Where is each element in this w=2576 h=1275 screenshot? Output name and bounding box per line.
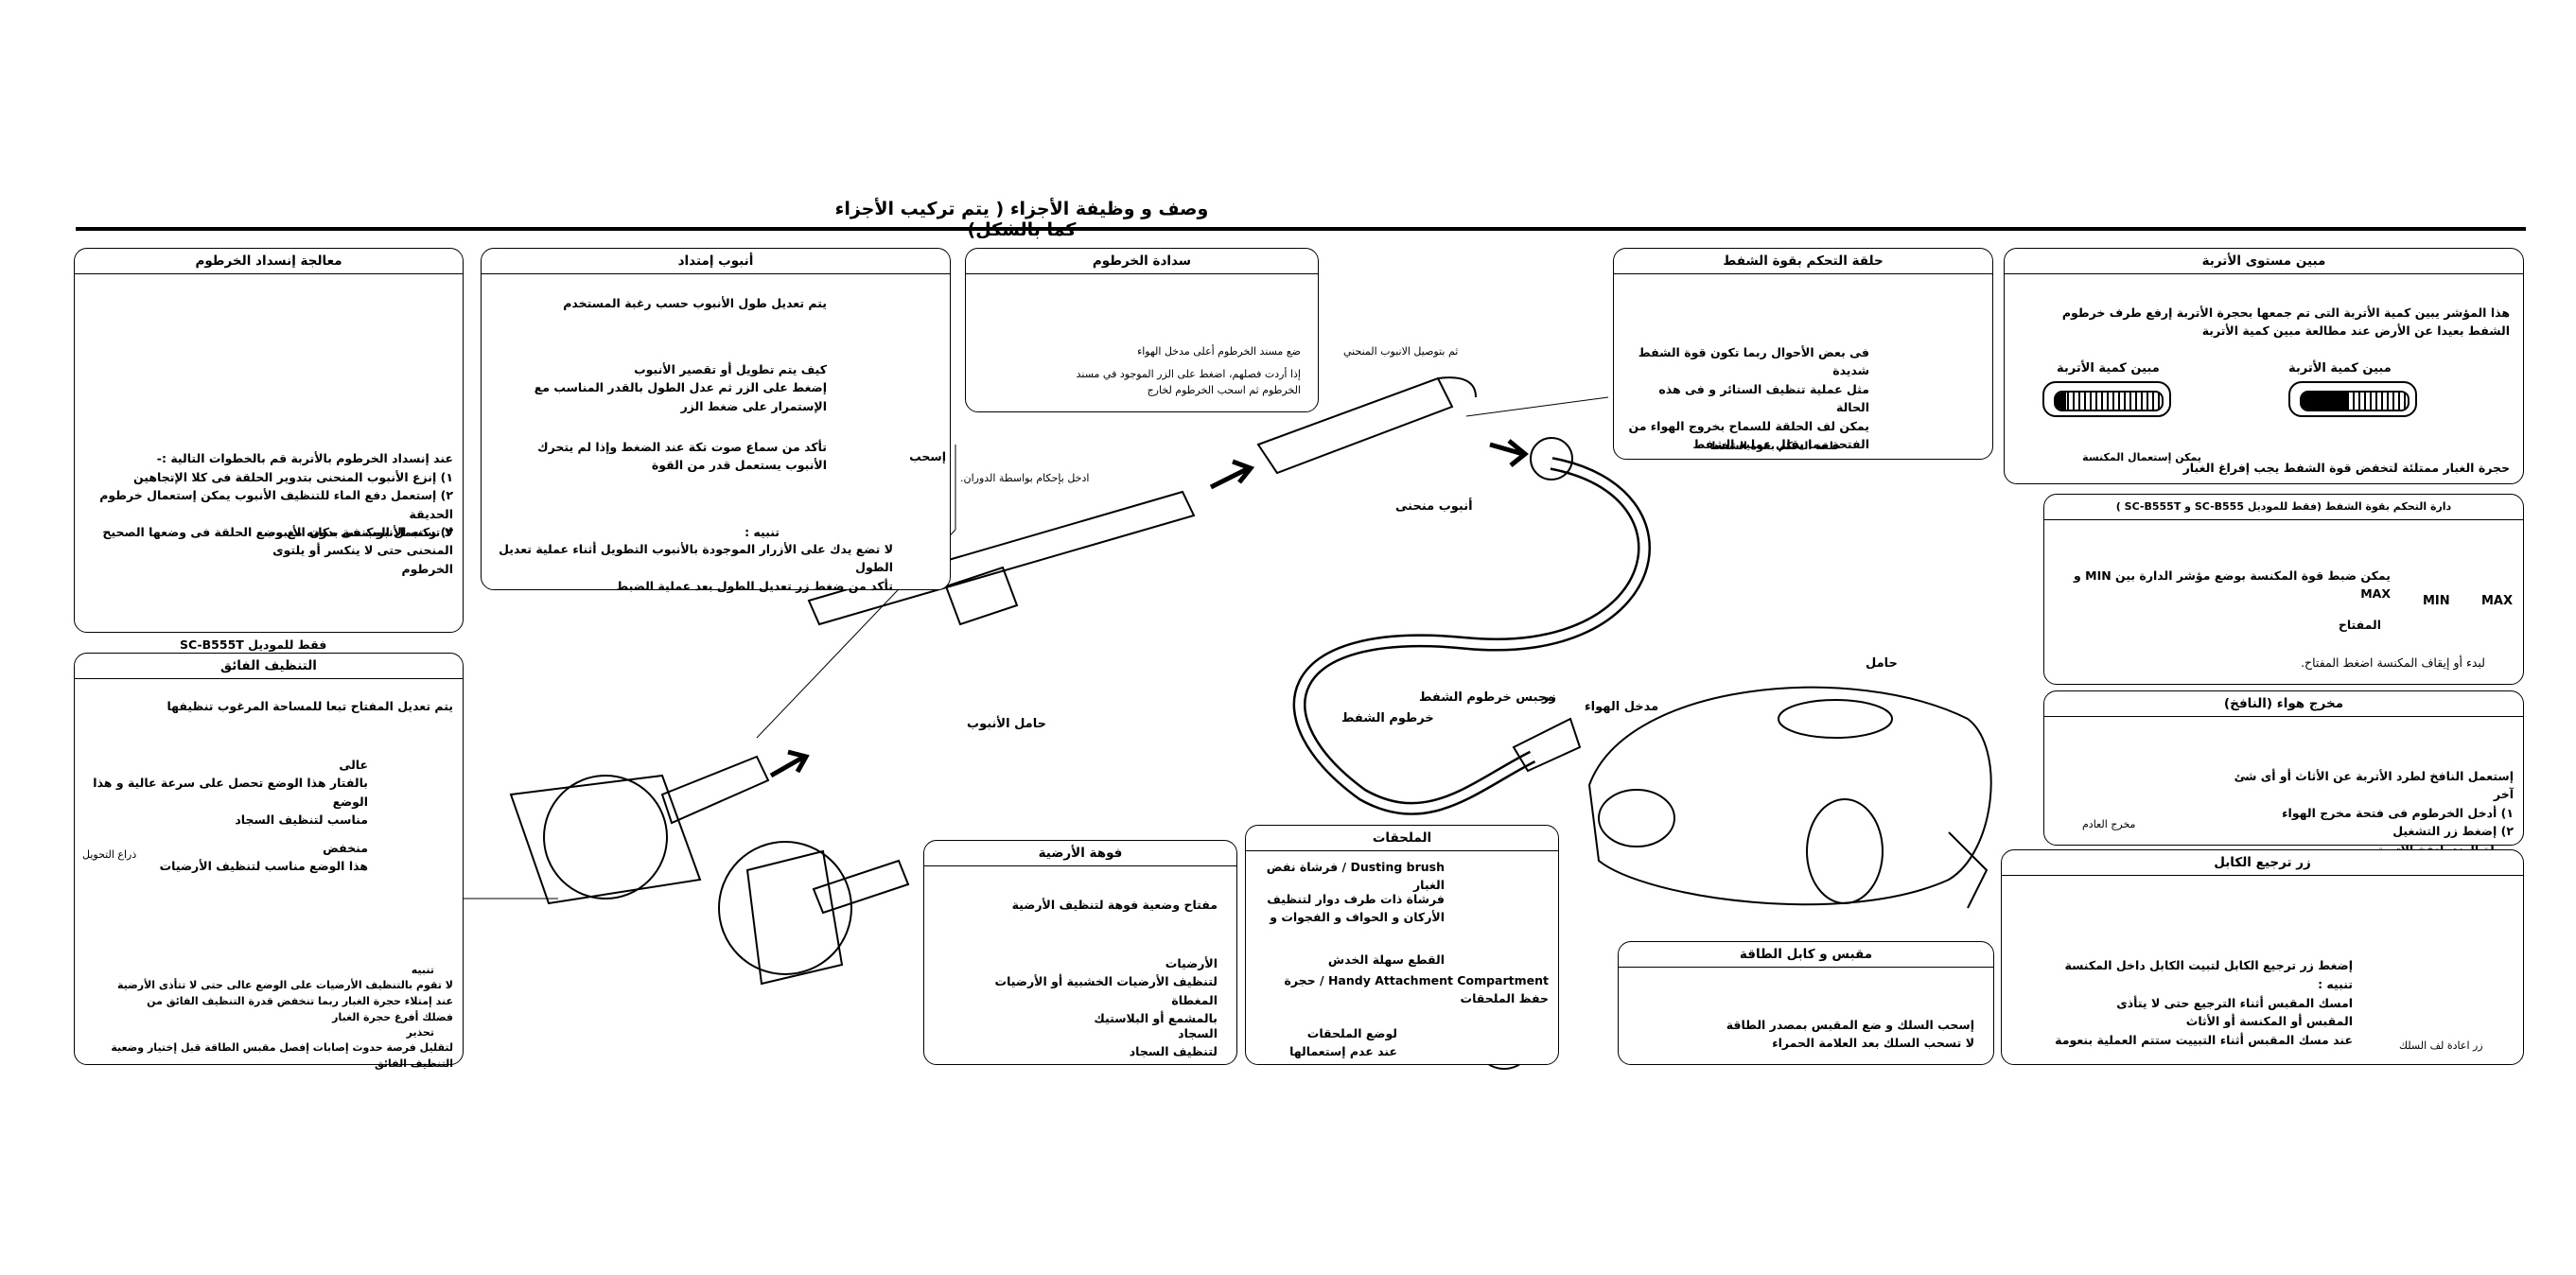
- turbo-caution-title: تنبيه: [411, 964, 434, 976]
- turbo-warning-title: تحذير: [406, 1026, 434, 1039]
- gauge-label-empty: مبين كمية الأتربة: [2057, 361, 2160, 376]
- hose-stopper-p2: إذا أردت فصلهم، اضغط على الزر الموجود في…: [1076, 368, 1301, 397]
- power-control-heading: دارة التحكم بقوة الشفط (فقط للموديل SC-B…: [2044, 495, 2523, 520]
- max-label: MAX: [2481, 594, 2514, 608]
- hose-holder-label: محبس خرطوم الشفط: [1419, 690, 1555, 705]
- floor-nozzle-box: فوهة الأرضية مفتاح وضعية فوهة لتنظيف الأ…: [923, 840, 1237, 1065]
- dust-indicator-text: هذا المؤشر يبين كمية الأتربة التى تم جمع…: [2061, 306, 2510, 339]
- cord-rewind-text: إضغط زر ترجيع الكابل لتبيت الكابل داخل ا…: [2064, 958, 2354, 972]
- dust-gauge-empty: [2042, 381, 2171, 417]
- switch-text: لبدء أو إيقاف المكنسة اضغط المفتاح.: [2301, 655, 2485, 670]
- extension-p1: يتم تعديل طول الأنبوب حسب رغبة المستخدم: [563, 296, 827, 310]
- hose-clog-box: معالجة إنسداد الخرطوم عند إنسداد الخرطوم…: [74, 248, 464, 633]
- air-outlet-text: إستعمل النافخ لطرد الأتربة عن الأثاث أو …: [2234, 769, 2514, 857]
- hose-stopper-heading: سدادة الخرطوم: [966, 249, 1318, 274]
- turbo-model-note: فقط للموديل SC-B555T: [180, 638, 327, 652]
- turbo-low: منخفض هذا الوضع مناسب لتنظيف الأرضيات: [159, 841, 368, 874]
- crevice-label: فرشاة ذات طرف دوار لتنظيف الأركان و الحو…: [1267, 892, 1445, 925]
- floor-nozzle-p1: مفتاح وضعية فوهة لتنظيف الأرضية: [1011, 898, 1218, 912]
- floor-nozzle-heading: فوهة الأرضية: [924, 841, 1236, 866]
- switch-title: المفتاح: [2338, 618, 2381, 632]
- hose-clog-note: لا تستعمل المكنسة بدون الأنبوب المنحنى ح…: [264, 525, 453, 576]
- extension-p3: تأكد من سماع صوت تكة عند الضغط وإذا لم ي…: [537, 440, 827, 473]
- hose-stopper-box: سدادة الخرطوم ضع مسند الخرطوم أعلى مدخل …: [965, 248, 1319, 412]
- hose-stopper-p1: ضع مسند الخرطوم أعلى مدخل الهواء: [1137, 345, 1301, 358]
- dust-full-text: حجرة الغبار ممتلئة لتخفض قوة الشفط يجب إ…: [2182, 461, 2510, 475]
- turbo-caution: لا تقوم بالتنظيف الأرضيات على الوضع عالى…: [116, 979, 453, 1024]
- suction-ring-fig: حلقة التحكم بقوة الشفط: [1709, 440, 1841, 452]
- hose-clog-steps: ١) إنزع الأنبوب المنحنى بتدوير الحلقة فى…: [99, 470, 453, 540]
- extension-pipe-shape: [807, 490, 1196, 626]
- title-rule: [76, 227, 2526, 231]
- extension-caution-title: تنبيه :: [745, 525, 780, 539]
- storage-label: لوضع الملحقات عند عدم إستعمالها: [1289, 1026, 1397, 1059]
- extension-heading: أنبوب إمتداد: [482, 249, 950, 274]
- turbo-box: التنظيف الفائق يتم تعديل المفتاح تبعا لل…: [74, 653, 464, 1070]
- suction-ring-box: حلقة التحكم بقوة الشفط فى بعض الأحوال رب…: [1613, 248, 1993, 460]
- dust-indicator-heading: مبين مستوى الأتربة: [2005, 249, 2523, 274]
- air-inlet-label: مدخل الهواء: [1585, 700, 1659, 714]
- insert-note: ادخل بإحكام بواسطة الدوران.: [960, 472, 1090, 484]
- hose-label: خرطوم الشفط: [1341, 711, 1434, 725]
- cord-caution-title: تنبيه :: [2318, 977, 2353, 991]
- floor-nozzle-p2: الأرضيات لتنظيف الأرضيات الخشبية أو الأر…: [994, 956, 1218, 1026]
- min-label: MIN: [2423, 594, 2450, 608]
- hose-clog-heading: معالجة إنسداد الخرطوم: [75, 249, 463, 274]
- dust-indicator-box: مبين مستوى الأتربة هذا المؤشر يبين كمية …: [2004, 248, 2524, 484]
- pipe-holder-label: حامل الأنبوب: [967, 717, 1046, 731]
- button-label: زر: [1542, 690, 1556, 705]
- dust-gauge-empty-fill: [2056, 393, 2067, 410]
- suction-ring-text: فى بعض الأحوال ربما تكون قوة الشفط شديدة…: [1628, 345, 1869, 451]
- turbo-warning: لتقليل فرصة حدوث إصابات إفصل مقبس الطاقة…: [111, 1041, 453, 1071]
- extension-pipe-box: أنبوب إمتداد يتم تعديل طول الأنبوب حسب ر…: [481, 248, 951, 593]
- plug-cord-heading: مقبس و كابل الطاقة: [1619, 942, 1993, 968]
- cord-rewind-heading: زر ترجيع الكابل: [2002, 850, 2523, 876]
- power-control-text: يمكن ضبط قوة المكنسة بوضع مؤشر الدارة بي…: [2074, 568, 2391, 602]
- dust-gauge-full: [2288, 381, 2417, 417]
- accessories-box: الملحقات Dusting brush / فرشاة نفض الغبا…: [1245, 825, 1559, 1065]
- floor-nozzle-p3: السجاد لتنظيف السجاد: [1129, 1026, 1218, 1059]
- turbo-high: عالى بالفتار هذا الوضع تحصل على سرعة عال…: [93, 758, 368, 828]
- hose-clog-intro: عند إنسداد الخرطوم بالأتربة قم بالخطوات …: [156, 451, 453, 465]
- extension-p2: كيف يتم تطويل أو تقصير الأنبوب إضغط على …: [534, 362, 827, 413]
- dust-gauge-full-fill: [2302, 393, 2350, 410]
- extension-caution: لا تضع يدك على الأزرار الموجودة بالأنبوب…: [499, 542, 893, 593]
- bent-pipe-label: أنبوب منحنى: [1395, 499, 1473, 514]
- air-outlet-heading: مخرج هواء (النافخ): [2044, 691, 2523, 717]
- air-outlet-fig: مخرج العادم: [2082, 818, 2136, 830]
- suction-ring-heading: حلقة التحكم بقوة الشفط: [1614, 249, 1992, 274]
- handle-label: حامل: [1866, 656, 1898, 671]
- connect-note: ثم بتوصيل الانبوب المنحني: [1343, 345, 1459, 358]
- plug-cord-text: إسحب السلك و ضع المقبس بمصدر الطاقة لا ت…: [1726, 1018, 1974, 1051]
- power-control-box: دارة التحكم بقوة الشفط (فقط للموديل SC-B…: [2043, 494, 2524, 685]
- dust-usable-text: يمكن إستعمال المكنسة: [2082, 451, 2201, 463]
- cord-caution: امسك المقبس أثناء الترجيع حتى لا يتأذى ا…: [2055, 996, 2353, 1047]
- pull-label: إسحب: [909, 449, 946, 463]
- air-outlet-box: مخرج هواء (النافخ) إستعمل النافخ لطرد ال…: [2043, 690, 2524, 857]
- gauge-label-full: مبين كمية الأتربة: [2288, 361, 2392, 376]
- plug-cord-box: مقبس و كابل الطاقة إسحب السلك و ضع المقب…: [1618, 941, 1994, 1065]
- dusting-brush-label: Dusting brush / فرشاة نفض الغبار: [1266, 860, 1445, 893]
- cord-rewind-box: زر ترجيع الكابل إضغط زر ترجيع الكابل لتب…: [2001, 849, 2524, 1065]
- compartment-label: Handy Attachment Compartment / حجرة حفظ …: [1284, 973, 1549, 1006]
- handy-label: القطع سهلة الخدش: [1327, 952, 1445, 967]
- cord-rewind-fig: زر اعادة لف السلك: [2399, 1039, 2483, 1052]
- accessories-heading: الملحقات: [1246, 826, 1558, 851]
- turbo-lever: ذراع التحويل: [82, 848, 137, 861]
- turbo-p1: يتم تعديل المفتاح تبعا للمساحة المرغوب ت…: [166, 699, 453, 713]
- turbo-heading: التنظيف الفائق: [75, 654, 463, 679]
